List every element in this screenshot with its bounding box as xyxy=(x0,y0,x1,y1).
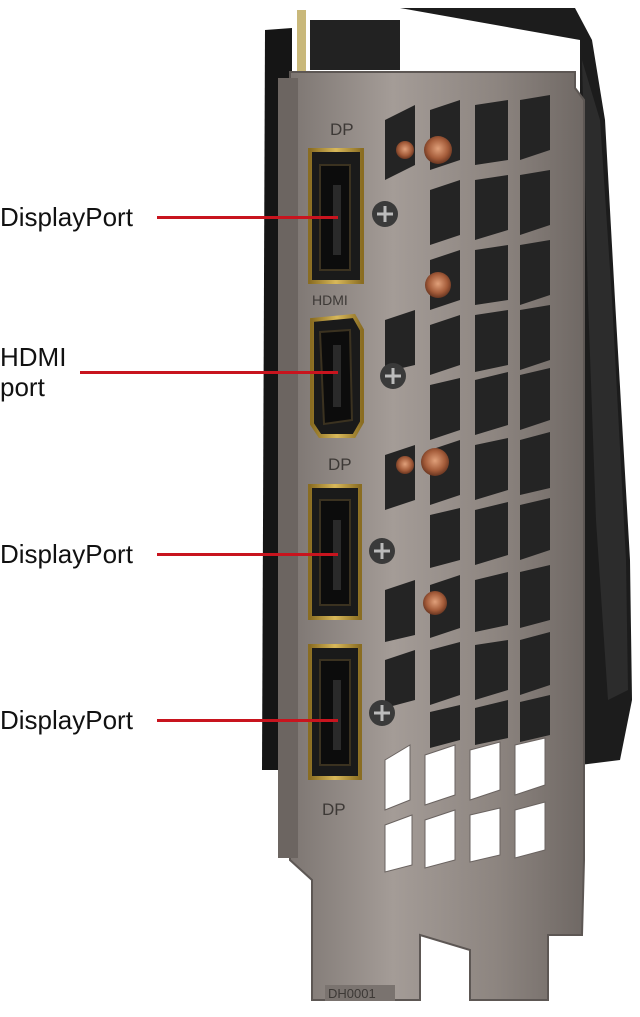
leader-line-displayport-1 xyxy=(157,216,338,219)
callout-label-line1: HDMI xyxy=(0,342,67,372)
callout-label: DisplayPort xyxy=(0,202,133,232)
callout-displayport-1: DisplayPort xyxy=(0,202,133,232)
bracket-screws xyxy=(369,201,406,726)
engraving-dp-1: DP xyxy=(330,120,354,139)
callout-label: DisplayPort xyxy=(0,705,133,735)
engraving-dp-2: DP xyxy=(328,455,352,474)
engraving-dp-3: DP xyxy=(322,800,346,819)
callout-hdmi-port: HDMI port xyxy=(0,342,66,402)
internal-copper-screws xyxy=(396,136,452,615)
callout-displayport-2: DisplayPort xyxy=(0,539,133,569)
callout-displayport-3: DisplayPort xyxy=(0,705,133,735)
leader-line-hdmi-port xyxy=(80,371,338,374)
callout-label: DisplayPort xyxy=(0,539,133,569)
hdmi-port xyxy=(310,313,364,438)
bracket-engravings: DP HDMI DP DP DH0001 xyxy=(312,120,376,1001)
leader-line-displayport-3 xyxy=(157,719,338,722)
leader-line-displayport-2 xyxy=(157,553,338,556)
displayport-2 xyxy=(308,484,362,620)
engraving-hdmi: HDMI xyxy=(312,292,348,308)
displayport-3 xyxy=(308,644,362,780)
engraving-part-code: DH0001 xyxy=(328,986,376,1001)
callout-label-line2: port xyxy=(0,372,45,402)
open-vents xyxy=(384,737,546,873)
